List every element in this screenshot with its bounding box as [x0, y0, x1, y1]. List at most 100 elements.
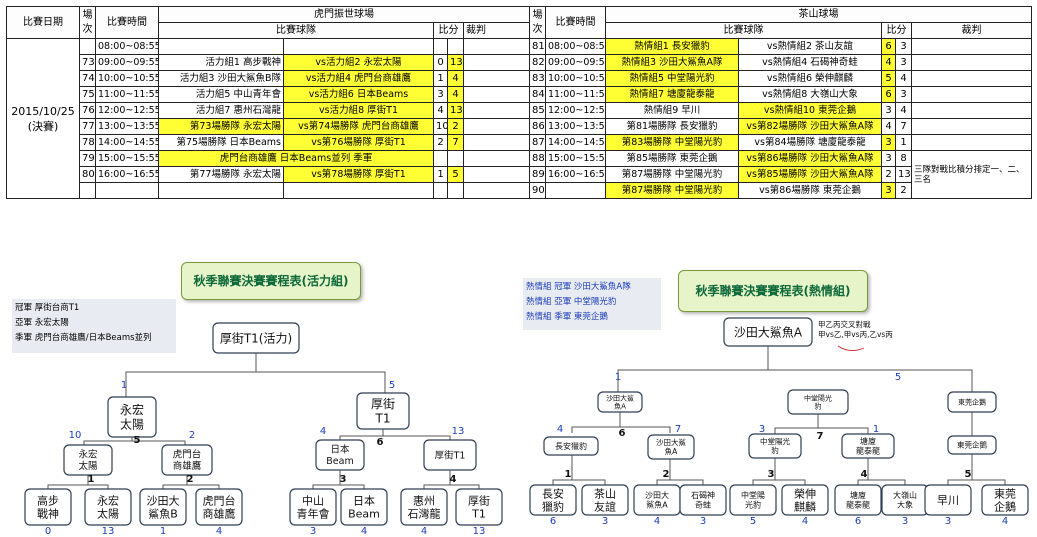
- umpire-cell: [463, 86, 530, 103]
- quarter-1-label: 永宏: [78, 449, 97, 461]
- header-time: 比賽時間: [95, 6, 159, 39]
- team-7-label: 塘廈: [850, 490, 866, 500]
- mid-score: 3: [759, 424, 765, 435]
- team-1-box: [529, 484, 577, 516]
- quarter-3-label: 日本: [330, 444, 350, 456]
- match-number: 6: [377, 437, 384, 448]
- group-1-label: 魚A: [614, 402, 626, 411]
- score-away: 5: [447, 166, 464, 183]
- team-away: vs熱情組4 石碣神奇蛙: [738, 54, 882, 71]
- team-home: 活力組7 惠州石灣龍: [158, 102, 284, 119]
- team-5-label: 中堂陽: [741, 490, 765, 500]
- team-8-box: [455, 488, 503, 526]
- quarter-2-label: 虎門台: [173, 449, 202, 461]
- score-home: 6: [881, 86, 896, 103]
- team-away: vs第85場勝隊 沙田大鯊魚A隊: [738, 166, 882, 183]
- team-4-label: 奇蛙: [695, 500, 711, 510]
- team-3-label: 沙田大: [645, 490, 669, 500]
- umpire-cell: [911, 54, 1032, 71]
- team-score: 5: [750, 516, 756, 527]
- score-away: 3: [895, 38, 912, 55]
- bracket-line: [47, 484, 109, 491]
- team-home: 第77場勝隊 永宏太陽: [158, 166, 284, 183]
- bracket-line: [83, 440, 186, 447]
- team-6-box: [340, 488, 388, 526]
- team-away: vs活力組6 日本Beams: [283, 86, 434, 103]
- quarter-1-label: 太陽: [78, 460, 98, 472]
- team-6-label: 麒麟: [794, 500, 816, 514]
- team-2-label: 太陽: [97, 508, 119, 521]
- right-semi-label: T1: [375, 412, 391, 426]
- score-away: 7: [895, 118, 912, 135]
- score-away: 4: [447, 70, 464, 87]
- score-home: 3: [881, 102, 896, 119]
- rule-mark: [837, 345, 865, 351]
- score-away: 3: [895, 86, 912, 103]
- team-score: 3: [945, 516, 951, 527]
- umpire-cell: [463, 38, 530, 55]
- team-3-box: [139, 488, 187, 526]
- header-umpire-right: 裁判: [911, 22, 1032, 39]
- team-score: 0: [45, 526, 51, 537]
- team-away: vs活力組2 永宏太陽: [283, 54, 434, 71]
- team-home: [158, 38, 284, 55]
- left-bracket-title: 秋季聯賽決賽賽程表(活力組): [181, 262, 361, 300]
- right-bracket-title: 秋季聯賽決賽賽程表(熱情組): [678, 270, 868, 312]
- game-number: 75: [79, 86, 96, 103]
- score-home: [433, 150, 448, 167]
- bracket-line: [423, 484, 480, 491]
- score-home: 1: [433, 166, 448, 183]
- left-legend-champion: 冠軍 厚街台商T1: [15, 303, 80, 313]
- team-away: vs第78場勝隊 厚街T1: [283, 166, 434, 183]
- team-away: vs第86場勝隊 沙田大鯊魚A隊: [738, 150, 882, 167]
- rule-note: 甲乙丙交叉對戰: [818, 319, 871, 329]
- game-time: 09:00~09:55: [95, 54, 159, 71]
- team-5-box: [729, 484, 777, 516]
- team-away: vs熱情組8 大嶺山大象: [738, 86, 882, 103]
- team-score: 3: [902, 516, 908, 527]
- team-home: 活力組5 中山青年會: [158, 86, 284, 103]
- mid-4-label: 塘廈: [860, 436, 876, 446]
- team-7-label: 石灣龍: [408, 507, 441, 521]
- team-4-label: 石碣神: [691, 490, 715, 500]
- score-home: 3: [433, 86, 448, 103]
- team-away: vs第74場勝隊 虎門台商雄鷹: [283, 118, 434, 135]
- rule-note: 甲vs乙,甲vs丙,乙vs丙: [818, 330, 893, 339]
- game-number: 81: [529, 38, 546, 55]
- team-3-label: 鯊魚A: [646, 500, 668, 510]
- team-away: vs熱情組2 茶山友誼: [738, 38, 882, 55]
- team-away: vs第82場勝隊 沙田大鯊魚A隊: [738, 118, 882, 135]
- team-2-label: 永宏: [97, 493, 119, 507]
- bracket-line: [947, 479, 1006, 487]
- score-home: 6: [881, 38, 896, 55]
- team-home: 熱情組3 沙田大鯊魚A隊: [605, 54, 739, 71]
- match-number: 4: [861, 469, 868, 480]
- game-time: 12:00~12:55: [545, 102, 606, 119]
- team-score: 13: [102, 526, 115, 537]
- match-number: 4: [450, 474, 457, 485]
- team-5-label: 光豹: [745, 500, 761, 510]
- team-5-label: 青年會: [297, 507, 330, 521]
- game-number: 87: [529, 134, 546, 151]
- header-game-no: 場次: [79, 6, 96, 39]
- semi-score: 10: [69, 430, 82, 441]
- umpire-cell: [911, 118, 1032, 135]
- team-score: 4: [216, 526, 222, 537]
- score-home: 4: [881, 118, 896, 135]
- game-number: 74: [79, 70, 96, 87]
- team-score: 4: [421, 526, 427, 537]
- mid-2-label: 沙田大鯊: [656, 437, 686, 447]
- game-time: [545, 182, 606, 199]
- team-away: vs第76場勝隊 厚街T1: [283, 134, 434, 151]
- team-away: vs第86場勝隊 東莞企鵝: [738, 182, 882, 199]
- score-away: 2: [895, 182, 912, 199]
- umpire-cell: [463, 118, 530, 135]
- game-time: 12:00~12:55: [95, 102, 159, 119]
- score-home: 4: [433, 102, 448, 119]
- score-home: [433, 182, 448, 199]
- game-time: 08:00~08:55: [95, 38, 159, 55]
- umpire-cell: [463, 54, 530, 71]
- game-number: 86: [529, 118, 546, 135]
